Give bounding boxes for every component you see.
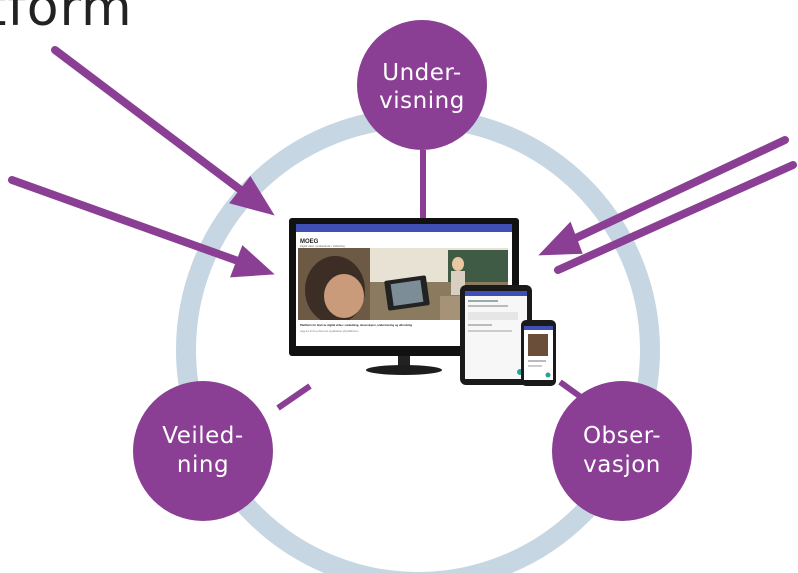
page-title: tform bbox=[0, 0, 133, 38]
arrow-right-upper bbox=[559, 136, 789, 248]
node-teaching-line2: visning bbox=[379, 88, 465, 114]
arrow-right-lower bbox=[554, 161, 797, 274]
arrow-top-left bbox=[51, 46, 258, 204]
monitor-heading: MOEG bbox=[300, 239, 319, 245]
node-teaching: Under- visning bbox=[357, 20, 487, 150]
monitor-subheading: Digital video i praksisskole • Veilednin… bbox=[300, 244, 345, 248]
phone-device bbox=[521, 320, 556, 386]
node-guidance-line2: ning bbox=[177, 452, 229, 478]
monitor-app-bar bbox=[296, 224, 512, 232]
node-teaching-line1: Under- bbox=[382, 60, 461, 86]
node-observation-line2: vasjon bbox=[583, 452, 661, 478]
arrows bbox=[8, 46, 797, 278]
node-guidance: Veiled- ning bbox=[133, 381, 273, 521]
connector-guidance bbox=[276, 383, 312, 411]
tablet-device bbox=[460, 285, 532, 385]
node-observation-line1: Obser- bbox=[583, 423, 661, 449]
monitor-caption-2: Logg inn for å se dine kurs og aktivitet… bbox=[300, 330, 359, 333]
node-guidance-line1: Veiled- bbox=[162, 423, 243, 449]
monitor-caption: Plattform for bruk av digital video i ve… bbox=[300, 323, 412, 327]
arrow-left bbox=[8, 176, 256, 270]
node-observation: Obser- vasjon bbox=[552, 381, 692, 521]
